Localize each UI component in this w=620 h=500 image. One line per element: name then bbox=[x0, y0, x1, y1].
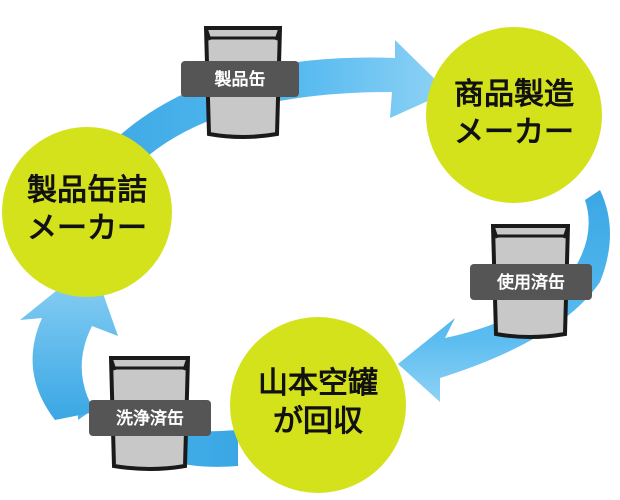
can-top: 製品缶 bbox=[181, 26, 299, 139]
can-bottom: 洗浄済缶 bbox=[89, 356, 211, 471]
node-recovery-line1: 山本空罐 bbox=[258, 366, 378, 401]
flow-arrow-left bbox=[20, 262, 118, 420]
flow-arrow-right bbox=[398, 190, 610, 402]
can-right-label: 使用済缶 bbox=[496, 272, 565, 293]
node-recovery-line2: が回収 bbox=[273, 404, 364, 439]
node-product-maker-line2: メーカー bbox=[454, 115, 574, 150]
can-right: 使用済缶 bbox=[470, 224, 592, 339]
can-bottom-label-box bbox=[89, 400, 211, 436]
node-manufacturer-line1: 製品缶詰 bbox=[27, 173, 147, 208]
can-top-label: 製品缶 bbox=[214, 69, 266, 90]
can-right-label-box bbox=[470, 264, 592, 300]
node-manufacturer-line2: メーカー bbox=[27, 211, 147, 246]
can-bottom-label: 洗浄済缶 bbox=[116, 408, 184, 429]
node-product-maker: 商品製造 メーカー bbox=[426, 27, 602, 203]
can-top-label-box bbox=[181, 61, 299, 97]
node-product-maker-line1: 商品製造 bbox=[454, 77, 574, 112]
flow-arrow-top bbox=[75, 40, 448, 185]
node-manufacturer: 製品缶詰 メーカー bbox=[2, 127, 172, 297]
node-recovery: 山本空罐 が回収 bbox=[230, 317, 406, 493]
